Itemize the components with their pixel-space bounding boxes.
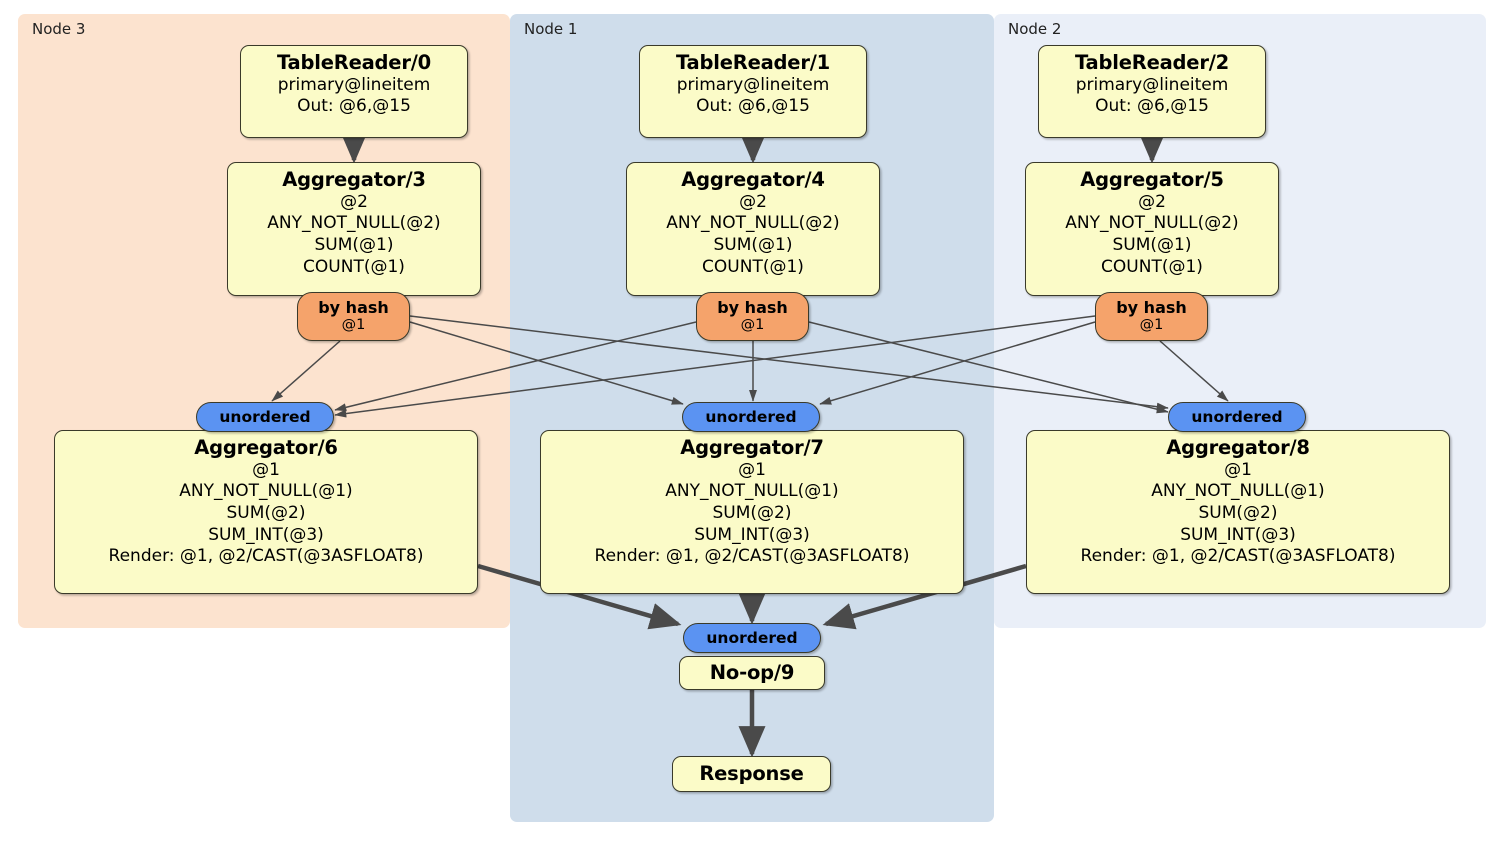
router-byhash5[interactable]: by hash@1 (1095, 292, 1208, 341)
processor-title: Aggregator/6 (194, 436, 338, 459)
router-label: by hash (318, 297, 389, 317)
processor-detail-line: ANY_NOT_NULL(@1) (1151, 481, 1325, 502)
processor-detail-line: @1 (252, 459, 280, 480)
processor-detail-line: @1 (1224, 459, 1252, 480)
processor-detail-line: COUNT(@1) (702, 256, 804, 277)
processor-detail-line: SUM(@2) (226, 502, 306, 523)
processor-detail-line: @2 (340, 191, 368, 212)
processor-detail-line: ANY_NOT_NULL(@2) (666, 213, 840, 234)
processor-detail-line: ANY_NOT_NULL(@1) (665, 481, 839, 502)
synchronizer-label: unordered (219, 408, 311, 426)
processor-detail-line: SUM(@2) (712, 502, 792, 523)
router-sublabel: @1 (740, 317, 765, 334)
processor-title: Aggregator/5 (1080, 168, 1224, 191)
synchronizer-unordered8[interactable]: unordered (1168, 402, 1306, 432)
processor-noop9[interactable]: No-op/9 (679, 656, 825, 690)
processor-detail-line: Render: @1, @2/CAST(@3ASFLOAT8) (594, 546, 910, 567)
processor-detail-line: COUNT(@1) (1101, 256, 1203, 277)
processor-detail-line: ANY_NOT_NULL(@1) (179, 481, 353, 502)
processor-detail-line: SUM(@1) (1112, 234, 1192, 255)
processor-title: TableReader/0 (276, 51, 432, 74)
processor-title: TableReader/2 (1074, 51, 1230, 74)
processor-detail-line: SUM(@1) (713, 234, 793, 255)
synchronizer-unordered6[interactable]: unordered (196, 402, 334, 432)
processor-detail-line: COUNT(@1) (303, 256, 405, 277)
processor-detail-line: @2 (739, 191, 767, 212)
synchronizer-unordered7[interactable]: unordered (682, 402, 820, 432)
processor-detail-line: @2 (1138, 191, 1166, 212)
processor-detail-line: primary@lineitem (676, 74, 830, 95)
node-region-label: Node 2 (1008, 20, 1062, 38)
processor-detail-line: Render: @1, @2/CAST(@3ASFLOAT8) (108, 546, 424, 567)
processor-detail-line: SUM_INT(@3) (1180, 524, 1296, 545)
processor-detail-line: SUM_INT(@3) (208, 524, 324, 545)
router-sublabel: @1 (1139, 317, 1164, 334)
synchronizer-label: unordered (705, 408, 797, 426)
processor-detail-line: Out: @6,@15 (297, 96, 411, 117)
processor-title: TableReader/1 (675, 51, 831, 74)
processor-detail-line: primary@lineitem (277, 74, 431, 95)
synchronizer-label: unordered (1191, 408, 1283, 426)
node-region-label: Node 3 (32, 20, 86, 38)
processor-title: Aggregator/8 (1166, 436, 1310, 459)
processor-detail-line: Out: @6,@15 (696, 96, 810, 117)
synchronizer-label: unordered (706, 629, 798, 647)
processor-detail-line: Render: @1, @2/CAST(@3ASFLOAT8) (1080, 546, 1396, 567)
processor-detail-line: ANY_NOT_NULL(@2) (1065, 213, 1239, 234)
processor-detail-line: SUM_INT(@3) (694, 524, 810, 545)
node-region-label: Node 1 (524, 20, 578, 38)
processor-title: Aggregator/4 (681, 168, 825, 191)
synchronizer-unordered9[interactable]: unordered (683, 623, 821, 653)
processor-title: No-op/9 (709, 661, 795, 685)
processor-title: Aggregator/3 (282, 168, 426, 191)
router-sublabel: @1 (341, 317, 366, 334)
processor-detail-line: SUM(@1) (314, 234, 394, 255)
router-label: by hash (717, 297, 788, 317)
processor-detail-line: ANY_NOT_NULL(@2) (267, 213, 441, 234)
processor-title: Aggregator/7 (680, 436, 824, 459)
processor-detail-line: Out: @6,@15 (1095, 96, 1209, 117)
router-byhash4[interactable]: by hash@1 (696, 292, 809, 341)
processor-response[interactable]: Response (672, 756, 831, 792)
processor-detail-line: SUM(@2) (1198, 502, 1278, 523)
processor-title: Response (699, 762, 804, 786)
processor-detail-line: @1 (738, 459, 766, 480)
processor-detail-line: primary@lineitem (1075, 74, 1229, 95)
router-label: by hash (1116, 297, 1187, 317)
router-byhash3[interactable]: by hash@1 (297, 292, 410, 341)
